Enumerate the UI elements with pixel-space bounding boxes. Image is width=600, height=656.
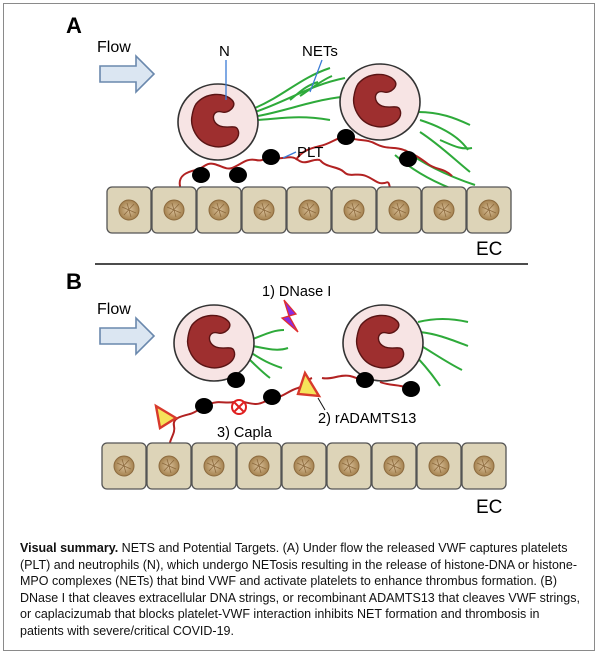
figure-frame	[3, 3, 595, 651]
neutrophil-1	[177, 83, 259, 161]
panel-a: A Flow	[66, 13, 528, 265]
neutrophil-2-b	[342, 304, 424, 382]
label-n: N	[219, 43, 230, 60]
label-capla: 3) Capla	[217, 425, 273, 441]
caplacizumab-inhibit-icon	[231, 399, 247, 415]
platelet	[337, 129, 355, 145]
label-plt: PLT	[297, 144, 323, 161]
panel-b: B Flow	[66, 269, 507, 518]
platelet	[192, 167, 210, 183]
neutrophil-2	[339, 63, 421, 141]
figure-caption: Visual summary. NETS and Potential Targe…	[20, 540, 585, 639]
platelet	[356, 372, 374, 388]
label-ec-a: EC	[476, 239, 502, 260]
flow-arrow-icon	[99, 55, 155, 93]
flow-arrow-icon	[99, 317, 155, 355]
neutrophil-1-b	[173, 304, 255, 382]
adamts13-cleave-icon-left	[154, 403, 179, 430]
nets-leader-line	[309, 59, 323, 93]
platelet	[263, 389, 281, 405]
platelet	[229, 167, 247, 183]
panel-a-letter: A	[66, 13, 82, 38]
adamts13-cleave-icon	[296, 370, 322, 398]
panel-b-flow-label: Flow	[97, 301, 131, 318]
panel-b-letter: B	[66, 269, 82, 294]
caption-title: Visual summary.	[20, 541, 119, 555]
platelet	[399, 151, 417, 167]
label-dnase: 1) DNase I	[262, 284, 331, 300]
platelets	[192, 129, 417, 183]
label-ec-b: EC	[476, 497, 502, 518]
endothelium-b	[101, 442, 507, 490]
endothelium-a	[106, 186, 512, 234]
platelet	[195, 398, 213, 414]
platelet	[262, 149, 280, 165]
label-nets: NETs	[302, 43, 338, 60]
panel-a-flow-label: Flow	[97, 39, 131, 56]
platelet	[227, 372, 245, 388]
adamts13-leader-line	[317, 397, 326, 411]
dnase-lightning-icon	[280, 299, 299, 333]
platelet	[402, 381, 420, 397]
label-adamts13: 2) rADAMTS13	[318, 411, 416, 427]
caption-text: NETS and Potential Targets. (A) Under fl…	[20, 541, 580, 638]
platelets-b	[195, 372, 420, 414]
plt-leader-line	[282, 151, 297, 159]
visual-summary-diagram: A Flow	[66, 13, 528, 518]
